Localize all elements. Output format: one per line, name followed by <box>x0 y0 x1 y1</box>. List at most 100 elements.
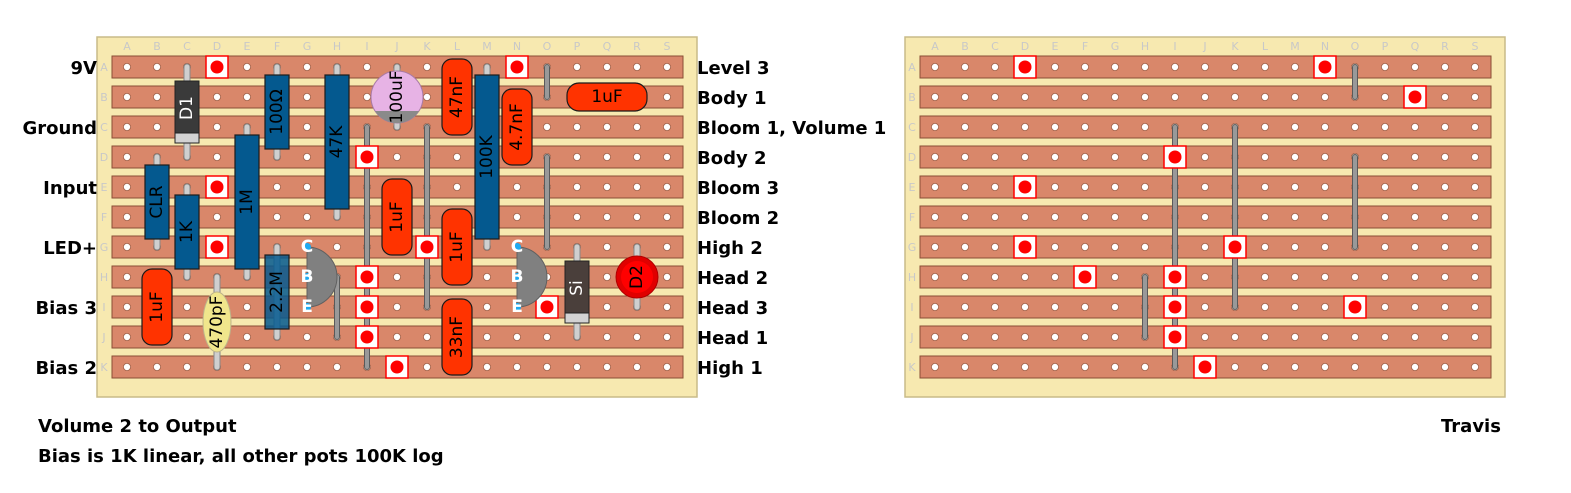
strip-hole <box>931 332 940 341</box>
strip-hole <box>1111 332 1120 341</box>
strip-hole <box>1021 93 1030 102</box>
strip-hole <box>302 63 311 72</box>
strip-hole <box>182 332 191 341</box>
left-label: 9V <box>71 58 98 79</box>
column-label: S <box>1472 40 1479 53</box>
strip-hole <box>573 63 582 72</box>
strip-hole <box>1261 93 1270 102</box>
strip-hole <box>362 93 371 102</box>
strip-hole <box>1201 332 1210 341</box>
strip-hole <box>1351 272 1360 281</box>
strip-hole <box>1111 362 1120 371</box>
row-label: K <box>100 361 108 374</box>
row-label: F <box>101 211 107 224</box>
strip-hole <box>123 242 132 251</box>
column-label: C <box>183 40 191 53</box>
strip-hole <box>152 362 161 371</box>
strip-hole <box>1381 302 1390 311</box>
strip-hole <box>152 63 161 72</box>
column-label: H <box>333 40 341 53</box>
strip-hole <box>182 362 191 371</box>
wire-pad-dot <box>1228 240 1242 254</box>
film-cap-body <box>441 298 473 376</box>
strip-hole <box>1321 302 1330 311</box>
transistor-pin-label: E <box>301 297 313 317</box>
strip-hole <box>1291 332 1300 341</box>
strip-hole <box>1111 182 1120 191</box>
strip-hole <box>1411 272 1420 281</box>
diode-si-label: Si <box>567 280 587 296</box>
strip-hole <box>573 152 582 161</box>
strip-hole <box>961 63 970 72</box>
strip-hole <box>1201 123 1210 132</box>
strip-hole <box>633 362 642 371</box>
transistor-body <box>516 246 548 308</box>
strip-hole <box>513 182 522 191</box>
strip-hole <box>212 152 221 161</box>
strip-hole <box>1411 302 1420 311</box>
strip-hole <box>1141 242 1150 251</box>
strip-hole <box>302 123 311 132</box>
column-label: J <box>1202 40 1206 53</box>
film-cap-body <box>441 58 473 136</box>
strip-hole <box>212 93 221 102</box>
column-label: H <box>1141 40 1149 53</box>
row-label: F <box>909 211 915 224</box>
diode-d1-band <box>174 132 200 144</box>
film-cap-label: 1uF <box>591 87 622 107</box>
strip-hole <box>1051 93 1060 102</box>
right-label: Head 2 <box>697 268 768 289</box>
column-label: M <box>482 40 492 53</box>
strip-hole <box>603 123 612 132</box>
strip-hole <box>931 362 940 371</box>
strip-hole <box>1441 93 1450 102</box>
row-label: J <box>909 331 913 344</box>
strip-hole <box>931 212 940 221</box>
strip-hole <box>1351 123 1360 132</box>
strip-hole <box>1081 212 1090 221</box>
strip-hole <box>1291 63 1300 72</box>
strip-hole <box>1261 152 1270 161</box>
wire-pad-dot <box>540 300 554 314</box>
strip-hole <box>961 362 970 371</box>
strip-hole <box>931 302 940 311</box>
row-label: B <box>908 91 916 104</box>
film-cap-label: 33nF <box>447 316 467 358</box>
strip-hole <box>242 332 251 341</box>
strip-hole <box>1111 242 1120 251</box>
strip-hole <box>1261 63 1270 72</box>
strip-hole <box>1051 123 1060 132</box>
wire-pad-dot <box>390 360 404 374</box>
strip-hole <box>961 242 970 251</box>
transistor-body <box>306 246 338 308</box>
row-label: H <box>100 271 108 284</box>
strip-hole <box>931 272 940 281</box>
strip-hole <box>1051 302 1060 311</box>
strip-hole <box>573 182 582 191</box>
strip-hole <box>1351 362 1360 371</box>
row-label: B <box>100 91 108 104</box>
row-label: I <box>910 301 913 314</box>
transistor-pin <box>513 273 521 281</box>
transistor-pin <box>303 243 311 251</box>
wire-pad-dot <box>1318 60 1332 74</box>
wire-pad-dot <box>360 150 374 164</box>
strip-hole <box>302 152 311 161</box>
strip-hole <box>212 123 221 132</box>
resistor-body <box>324 74 350 210</box>
right-label: Head 3 <box>697 298 768 319</box>
column-label: L <box>454 40 461 53</box>
strip-hole <box>603 242 612 251</box>
strip-hole <box>1231 332 1240 341</box>
column-label: F <box>274 40 280 53</box>
strip-hole <box>1051 332 1060 341</box>
strip-hole <box>1441 123 1450 132</box>
strip-hole <box>1291 272 1300 281</box>
column-label: Q <box>1411 40 1420 53</box>
transistor-pin-label: B <box>511 267 524 287</box>
strip-hole <box>1021 272 1030 281</box>
strip-hole <box>422 93 431 102</box>
strip-hole <box>152 93 161 102</box>
column-label: C <box>991 40 999 53</box>
diode-d1-label: D1 <box>177 96 197 120</box>
